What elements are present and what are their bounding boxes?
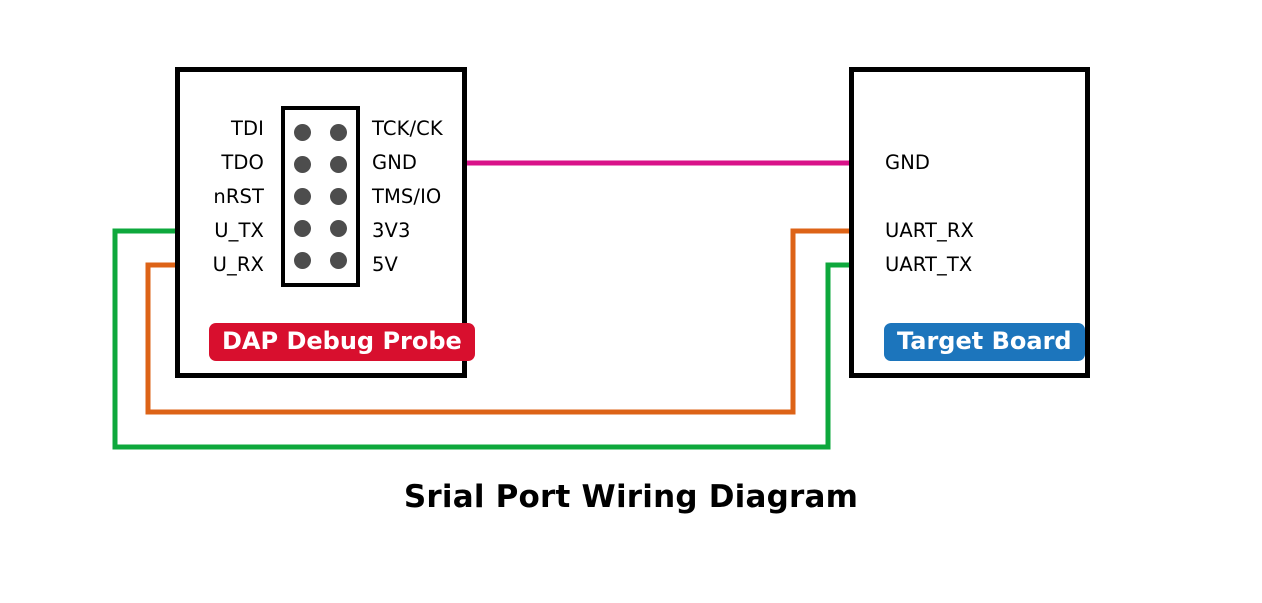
pin-header-row (294, 220, 347, 238)
pin-dot (330, 123, 347, 141)
pin-label-u-tx: U_TX (214, 219, 264, 242)
pin-label-uart-rx: UART_RX (885, 219, 975, 242)
pin-dot (330, 252, 347, 270)
pin-label-u-rx: U_RX (212, 253, 264, 276)
pin-header-row (294, 252, 347, 270)
pin-label-tdo: TDO (221, 151, 264, 174)
dap-debug-probe-badge: DAP Debug Probe (209, 323, 475, 361)
pin-label-nrst: nRST (213, 185, 264, 208)
pin-dot (330, 155, 347, 173)
pin-dot (330, 187, 347, 205)
pin-header-row (294, 155, 347, 173)
pin-dot (294, 187, 311, 205)
pin-dot (294, 123, 311, 141)
pin-header-row (294, 123, 347, 141)
diagram-title: Srial Port Wiring Diagram (403, 479, 859, 515)
pin-label-target-gnd: GND (885, 151, 931, 174)
target-board-badge: Target Board (884, 323, 1085, 361)
pin-label-tms-io: TMS/IO (372, 185, 442, 208)
pin-header-2x5 (281, 106, 360, 287)
pin-label-3v3: 3V3 (372, 219, 411, 242)
pin-label-tck-ck: TCK/CK (372, 117, 443, 140)
pin-header-row (294, 187, 347, 205)
pin-label-5v: 5V (372, 253, 398, 276)
pin-label-tdi: TDI (231, 117, 264, 140)
pin-label-gnd: GND (372, 151, 418, 174)
pin-dot (294, 155, 311, 173)
pin-dot (294, 220, 311, 238)
pin-label-uart-tx: UART_TX (885, 253, 973, 276)
pin-dot (294, 252, 311, 270)
pin-dot (330, 220, 347, 238)
